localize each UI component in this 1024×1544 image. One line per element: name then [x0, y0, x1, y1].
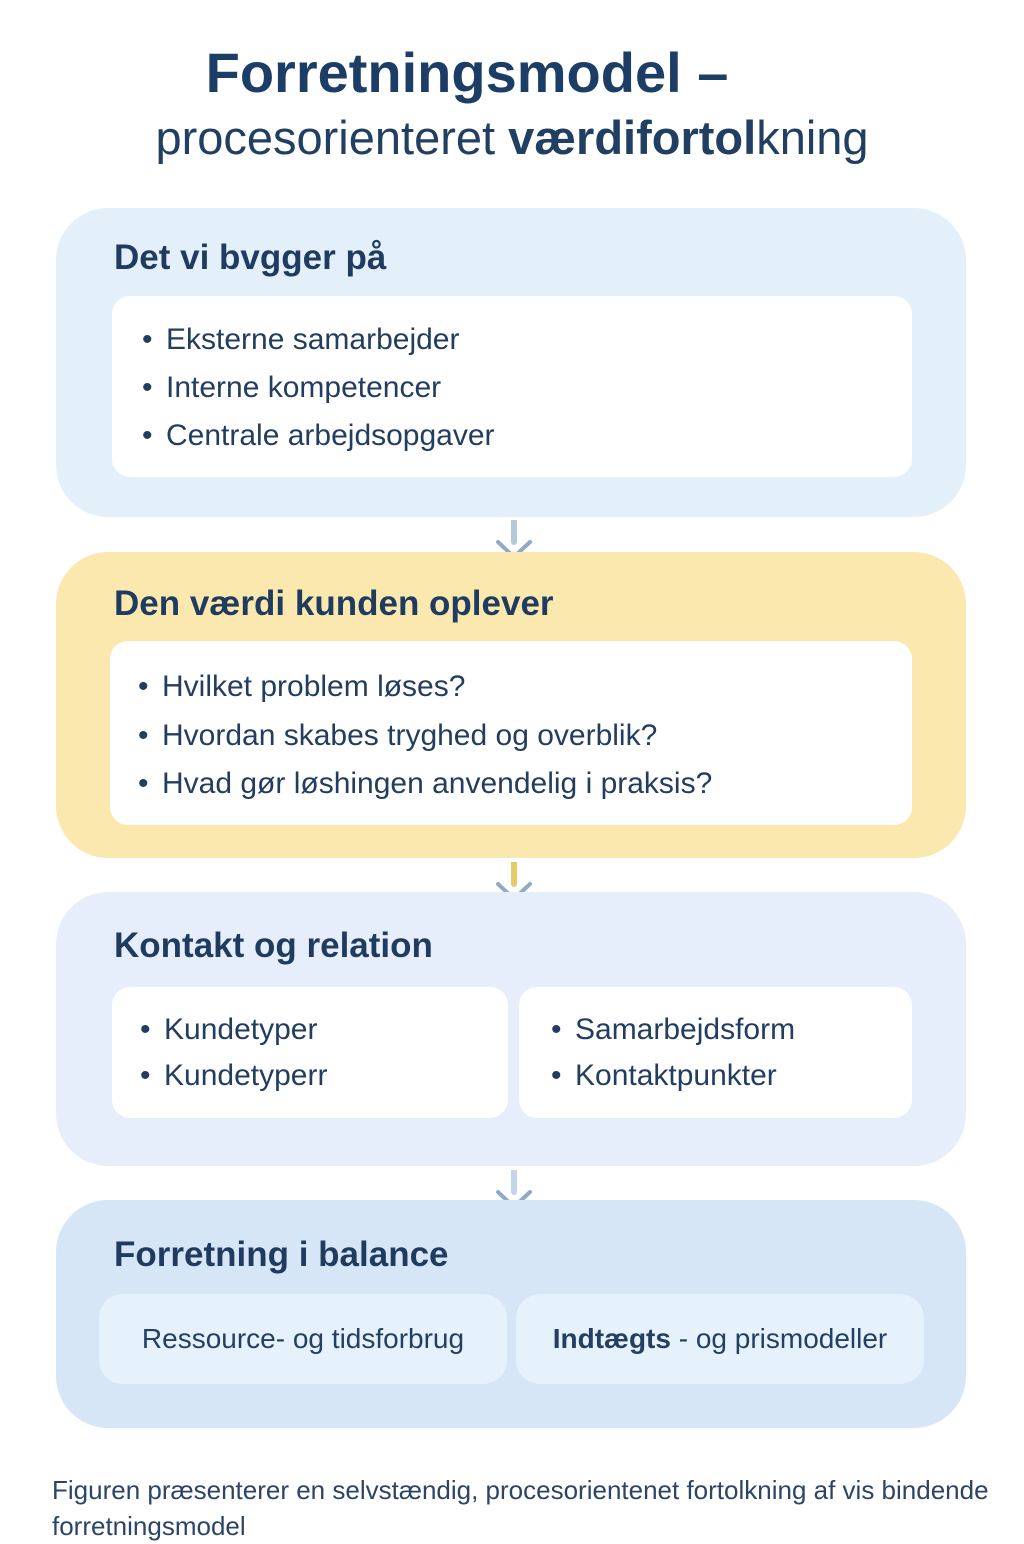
section-contact-relation-card-right: Samarbejdsform Kontaktpunkter — [519, 987, 912, 1118]
section-foundation-card: Eksterne samarbejder Interne kompetencer… — [112, 296, 912, 477]
title-line-2: procesorienteret værdifortolkning — [0, 110, 1024, 166]
page-title: Forretningsmodel – procesorienteret værd… — [0, 40, 1024, 166]
title-line-2-strong: værdifortol — [508, 111, 757, 164]
title-line-1: Forretningsmodel – — [205, 41, 729, 104]
section-contact-relation-list-right: Samarbejdsform Kontaktpunkter — [549, 1007, 912, 1099]
list-item: Samarbejdsform — [549, 1007, 912, 1053]
section-business-balance-heading: Forretning i balance — [114, 1235, 449, 1274]
section-customer-value-heading: Den værdi kunden oplever — [114, 584, 554, 623]
title-line-2-suffix: kning — [756, 111, 869, 164]
section-foundation-heading: Det vi bvgger på — [114, 238, 387, 277]
revenue-pricing-pill-rest: - og prismodeller — [670, 1323, 888, 1354]
resource-time-pill: Ressource- og tidsforbrug — [99, 1294, 507, 1384]
section-contact-relation-list-left: Kundetyper Kundetyperr — [138, 1007, 508, 1099]
title-line-2-prefix: procesorienteret — [155, 111, 509, 164]
list-item: Kontaktpunkter — [549, 1053, 912, 1099]
list-item: Interne kompetencer — [140, 364, 912, 412]
list-item: Kundetyperr — [138, 1053, 508, 1099]
section-customer-value-list: Hvilket problem løses? Hvordan skabes tr… — [136, 663, 912, 809]
list-item: Hvad gør løshingen anvendelig i praksis? — [136, 760, 912, 809]
section-customer-value-card: Hvilket problem løses? Hvordan skabes tr… — [110, 641, 912, 825]
list-item: Centrale arbejdsopgaver — [140, 412, 912, 460]
section-foundation-list: Eksterne samarbejder Interne kompetencer… — [140, 316, 912, 460]
revenue-pricing-pill: Indtægts - og prismodeller — [516, 1294, 924, 1384]
list-item: Eksterne samarbejder — [140, 316, 912, 364]
list-item: Hvordan skabes tryghed og overblik? — [136, 712, 912, 761]
revenue-pricing-pill-strong: Indtægts — [552, 1323, 671, 1354]
list-item: Kundetyper — [138, 1007, 508, 1053]
section-contact-relation-heading: Kontakt og relation — [114, 926, 433, 965]
list-item: Hvilket problem løses? — [136, 663, 912, 712]
figure-caption: Figuren præsenterer en selvstændig, proc… — [52, 1475, 989, 1541]
section-contact-relation-card-left: Kundetyper Kundetyperr — [112, 987, 508, 1118]
